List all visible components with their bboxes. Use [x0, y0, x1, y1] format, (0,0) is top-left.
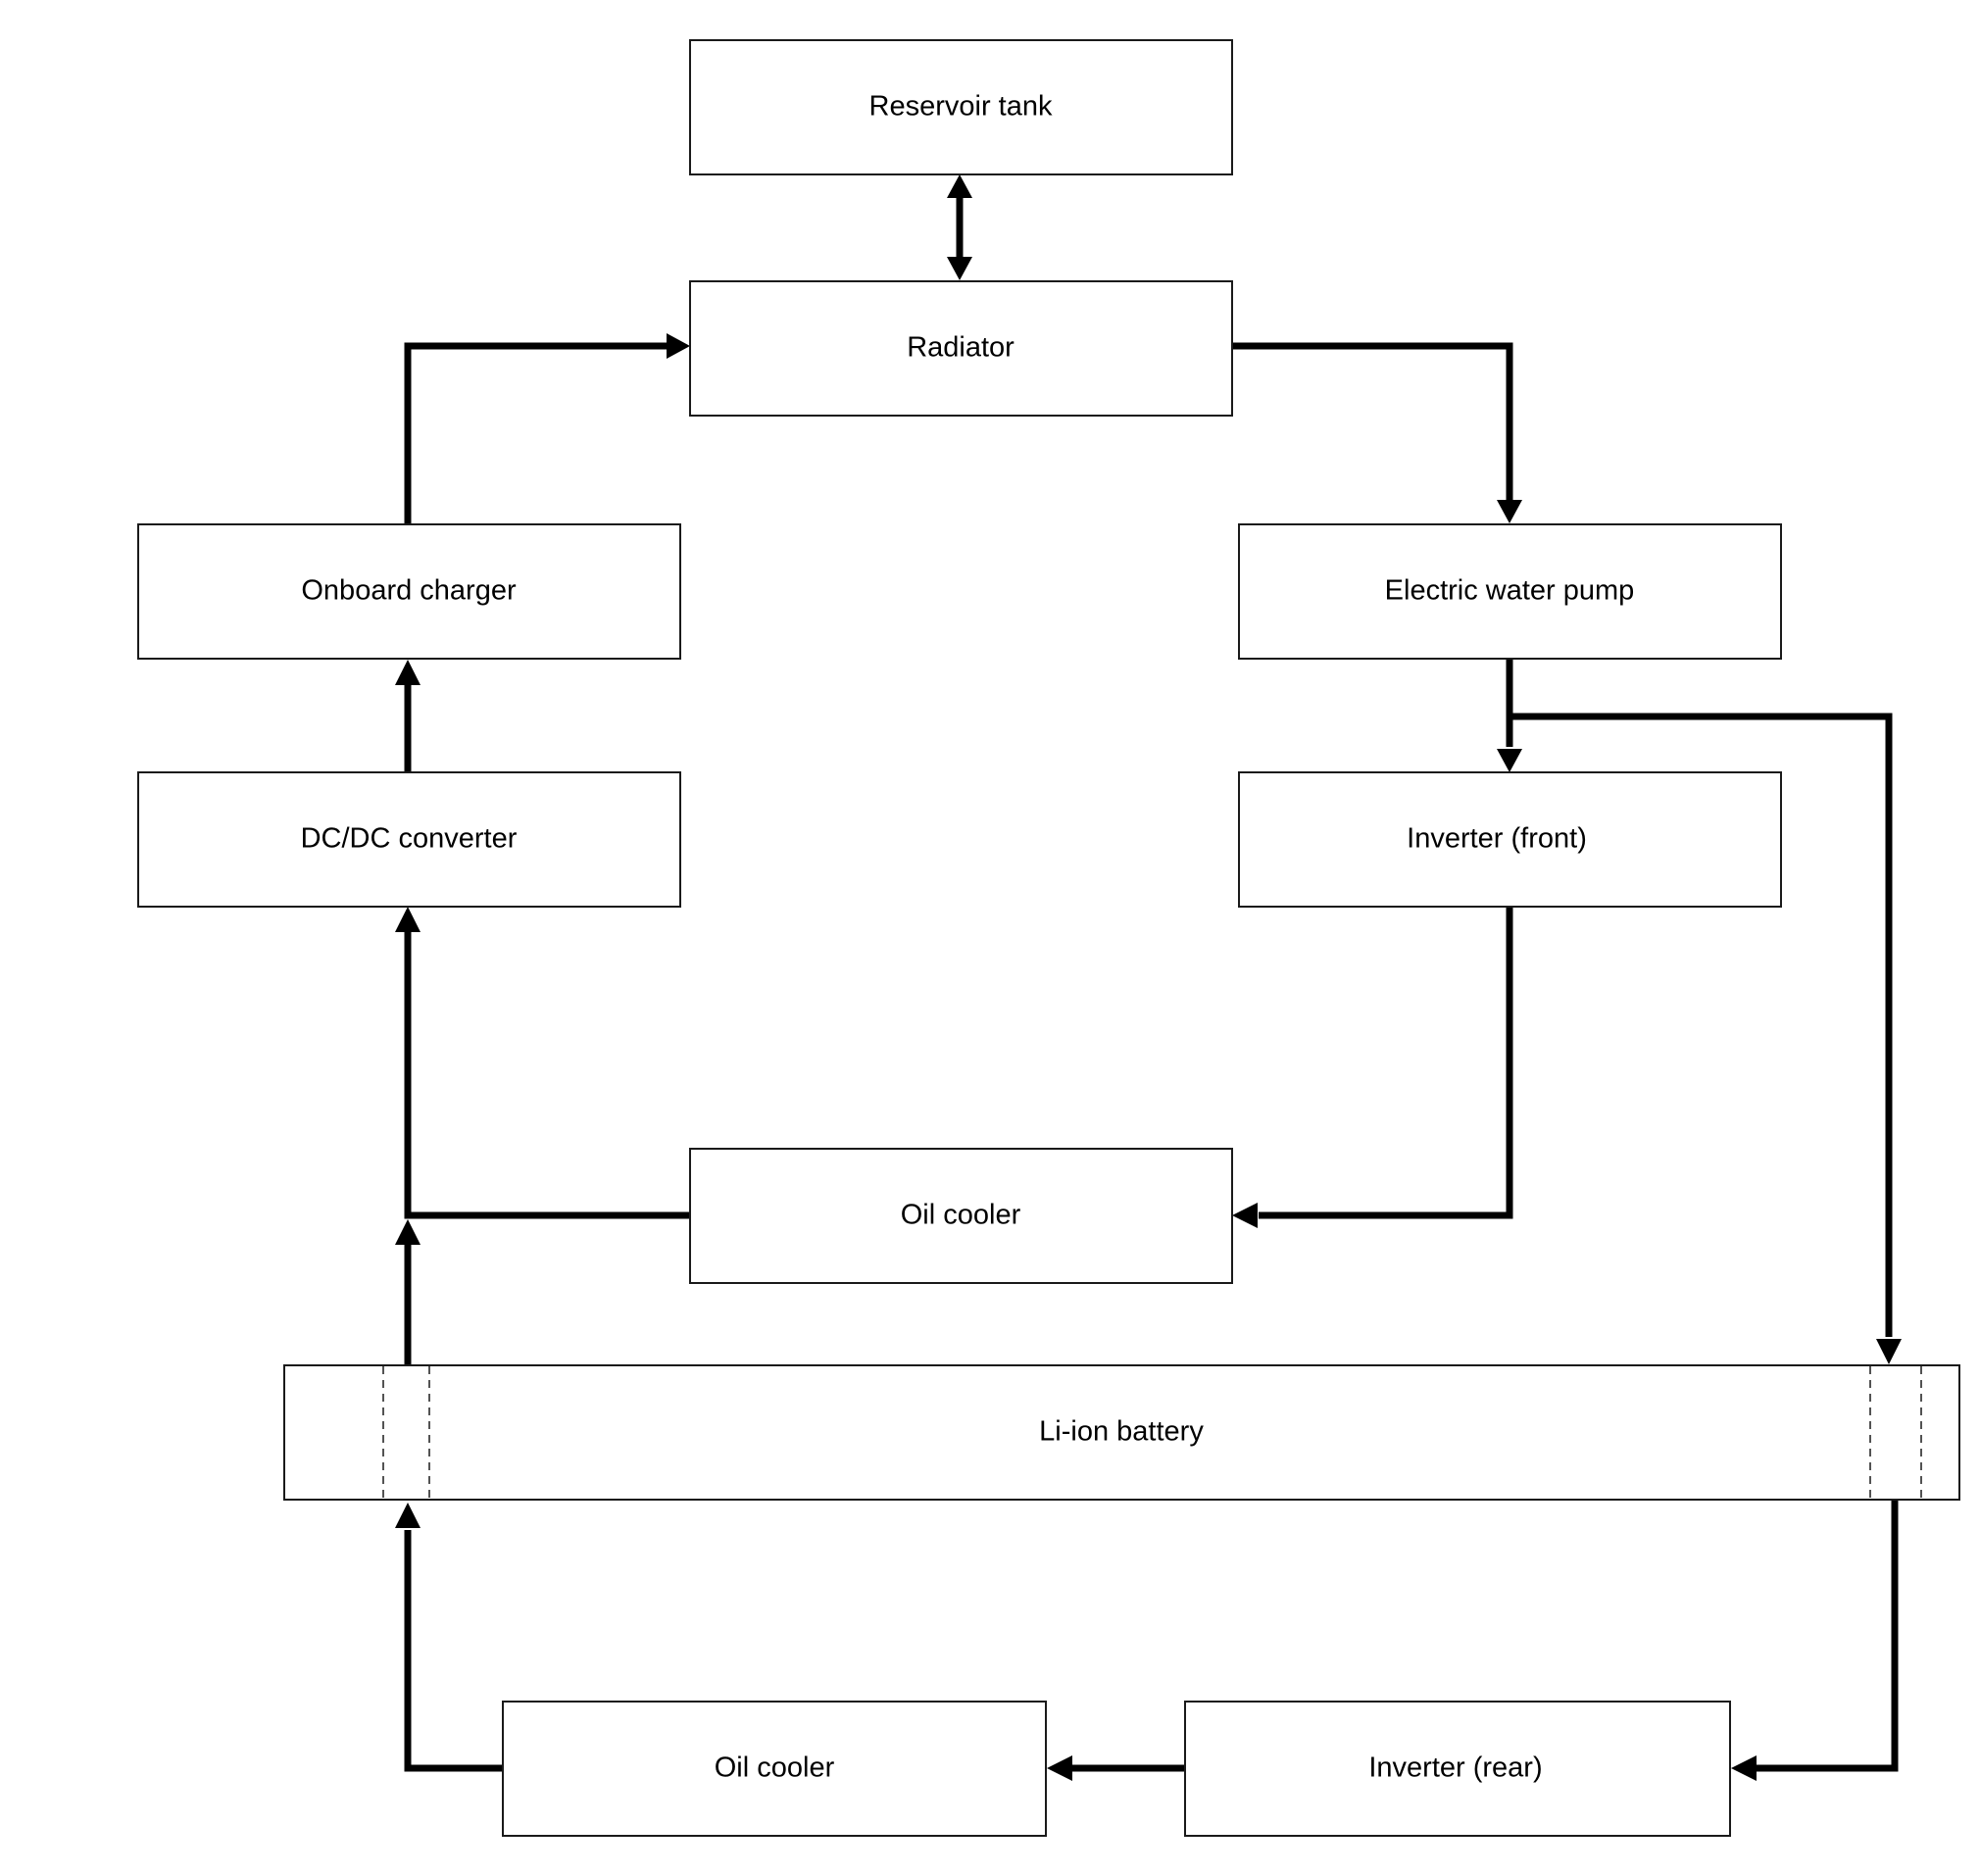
arrowhead-reservoir-up: [947, 174, 972, 198]
node-oil-cooler-lower: Oil cooler: [502, 1701, 1047, 1837]
flow-lines: [404, 196, 1899, 1772]
inverter-front-label: Inverter (front): [1407, 823, 1587, 855]
flow-pump-to-battery: [1510, 713, 1893, 1337]
node-dcdc-converter: DC/DC converter: [137, 771, 681, 908]
flow-oilcooler-to-dcdc: [404, 931, 689, 1219]
node-onboard-charger: Onboard charger: [137, 523, 681, 660]
arrowhead-into-radiator: [667, 333, 690, 359]
node-electric-water-pump: Electric water pump: [1238, 523, 1782, 660]
arrowhead-battery-up: [395, 1219, 421, 1245]
flow-charger-to-radiator: [404, 342, 668, 523]
onboard-charger-label: Onboard charger: [301, 575, 517, 607]
radiator-label: Radiator: [907, 332, 1015, 364]
flow-inverter-front-to-oilcooler: [1259, 907, 1513, 1219]
arrowhead-into-charger: [395, 660, 421, 685]
arrowhead-into-oilcooler-upper: [1232, 1203, 1258, 1228]
oil-cooler-lower-label: Oil cooler: [715, 1753, 835, 1784]
arrowhead-radiator-down: [947, 257, 972, 280]
inverter-rear-label: Inverter (rear): [1368, 1753, 1542, 1784]
arrowhead-into-dcdc: [395, 907, 421, 932]
node-inverter-rear: Inverter (rear): [1184, 1701, 1731, 1837]
li-ion-battery-label: Li-ion battery: [1039, 1416, 1204, 1448]
arrowhead-into-pump: [1497, 500, 1522, 523]
arrowhead-into-inverter-rear: [1731, 1755, 1757, 1781]
node-reservoir-tank: Reservoir tank: [689, 39, 1233, 175]
arrowhead-into-inverter-front: [1497, 749, 1522, 772]
reservoir-tank-label: Reservoir tank: [869, 91, 1053, 123]
arrowhead-into-oilcooler-lower: [1047, 1755, 1072, 1781]
flow-radiator-to-pump: [1228, 342, 1513, 500]
oil-cooler-upper-label: Oil cooler: [901, 1200, 1021, 1231]
node-oil-cooler-upper: Oil cooler: [689, 1148, 1233, 1284]
dcdc-converter-label: DC/DC converter: [301, 823, 518, 855]
arrowheads: [395, 174, 1902, 1781]
node-li-ion-battery: Li-ion battery: [283, 1364, 1960, 1501]
node-radiator: Radiator: [689, 280, 1233, 417]
node-inverter-front: Inverter (front): [1238, 771, 1782, 908]
flow-oilcooler-to-battery: [404, 1530, 502, 1772]
flow-battery-to-inverter-rear: [1755, 1500, 1899, 1772]
arrowhead-into-battery-right: [1876, 1339, 1902, 1364]
electric-water-pump-label: Electric water pump: [1385, 575, 1635, 607]
arrowhead-into-battery-bottom: [395, 1503, 421, 1528]
